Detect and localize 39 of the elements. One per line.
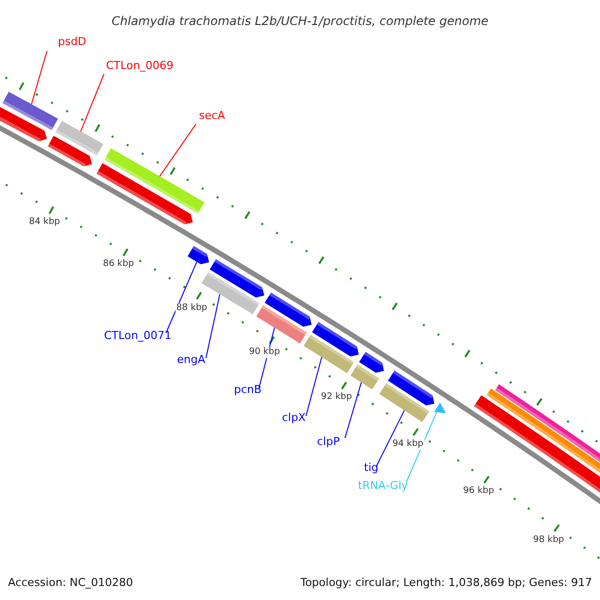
trna-marker bbox=[434, 402, 446, 414]
genome-info-text: Topology: circular; Length: 1,038,869 bp; Genes: 917 bbox=[300, 575, 592, 591]
gene-label: psdD bbox=[58, 35, 86, 49]
position-label: 84 kbp bbox=[28, 217, 61, 228]
position-label: 88 kbp bbox=[175, 302, 208, 314]
position-label: 94 kbp bbox=[391, 438, 424, 450]
leader-line bbox=[206, 294, 220, 358]
gene-label: secA bbox=[199, 109, 226, 123]
leader-line bbox=[80, 74, 104, 132]
gene-feature bbox=[56, 120, 104, 156]
gene-feature bbox=[256, 305, 307, 344]
gene-feature bbox=[379, 383, 430, 422]
accession-text: Accession: NC_010280 bbox=[8, 575, 134, 591]
gene-label: clpP bbox=[317, 435, 340, 449]
gene-feature bbox=[104, 148, 204, 214]
gene-feature bbox=[304, 334, 354, 374]
gene-label: CTLon_0071 bbox=[104, 329, 172, 343]
leader-line bbox=[406, 410, 438, 484]
leader-line bbox=[306, 356, 322, 416]
leader-line bbox=[344, 382, 362, 438]
leader-line bbox=[159, 124, 196, 177]
position-label: 86 kbp bbox=[102, 259, 135, 270]
title: Chlamydia trachomatis L2b/UCH-1/proctitis, complete genome bbox=[112, 14, 488, 28]
gene-feature bbox=[350, 364, 380, 390]
position-label: 92 kbp bbox=[320, 392, 353, 404]
position-label: 98 kbp bbox=[532, 534, 566, 546]
gene-label: tig bbox=[364, 461, 378, 475]
position-label: 96 kbp bbox=[462, 486, 496, 498]
cds-feature bbox=[188, 246, 210, 264]
gene-label: clpX bbox=[282, 411, 306, 425]
leader-line bbox=[376, 410, 405, 468]
gene-label: CTLon_0069 bbox=[106, 59, 174, 73]
leader-line bbox=[166, 261, 198, 334]
gene-label: engA bbox=[177, 353, 206, 367]
gene-label: pcnB bbox=[234, 383, 262, 397]
gene-label: tRNA-Gly bbox=[358, 479, 408, 493]
gene-feature bbox=[2, 92, 58, 130]
leader-line bbox=[31, 50, 48, 105]
position-label: 90 kbp bbox=[248, 347, 281, 358]
